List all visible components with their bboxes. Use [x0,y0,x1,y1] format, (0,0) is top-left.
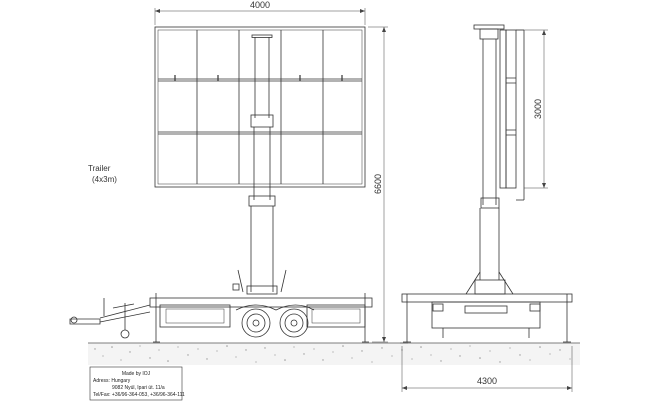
mast-side [232,34,287,295]
screen-height-dimension: 3000 [533,99,543,119]
screen-width-dimension: 4000 [250,0,270,10]
title-block-address: Adress: Hungary [93,378,131,384]
total-height-dimension: 6600 [373,174,383,194]
trailer-chassis-side [69,293,373,343]
dimension-lines [154,8,573,392]
side-view [69,26,373,343]
dimension-arrows [155,9,572,390]
ground-hatching [88,342,580,365]
trailer-width-dimension: 4300 [477,376,497,386]
title-block-made-by: Made by IOJ [122,371,151,377]
title-block: Made by IOJ Adress: Hungary 9082 Nyúl, I… [89,366,185,401]
drawing-subtitle: (4x3m) [92,175,117,184]
drawing-title: Trailer [88,164,111,173]
mast-front [465,24,514,295]
front-view [401,24,573,343]
led-screen-edge [499,29,525,201]
title-block-city: 9082 Nyúl, Ipari út. 11/a [112,385,165,391]
title-block-phone: Tel/Fax: +36/96-364-053, +36/96-364-111 [93,392,185,398]
trailer-chassis-front [401,293,573,343]
led-screen-side [154,26,366,188]
